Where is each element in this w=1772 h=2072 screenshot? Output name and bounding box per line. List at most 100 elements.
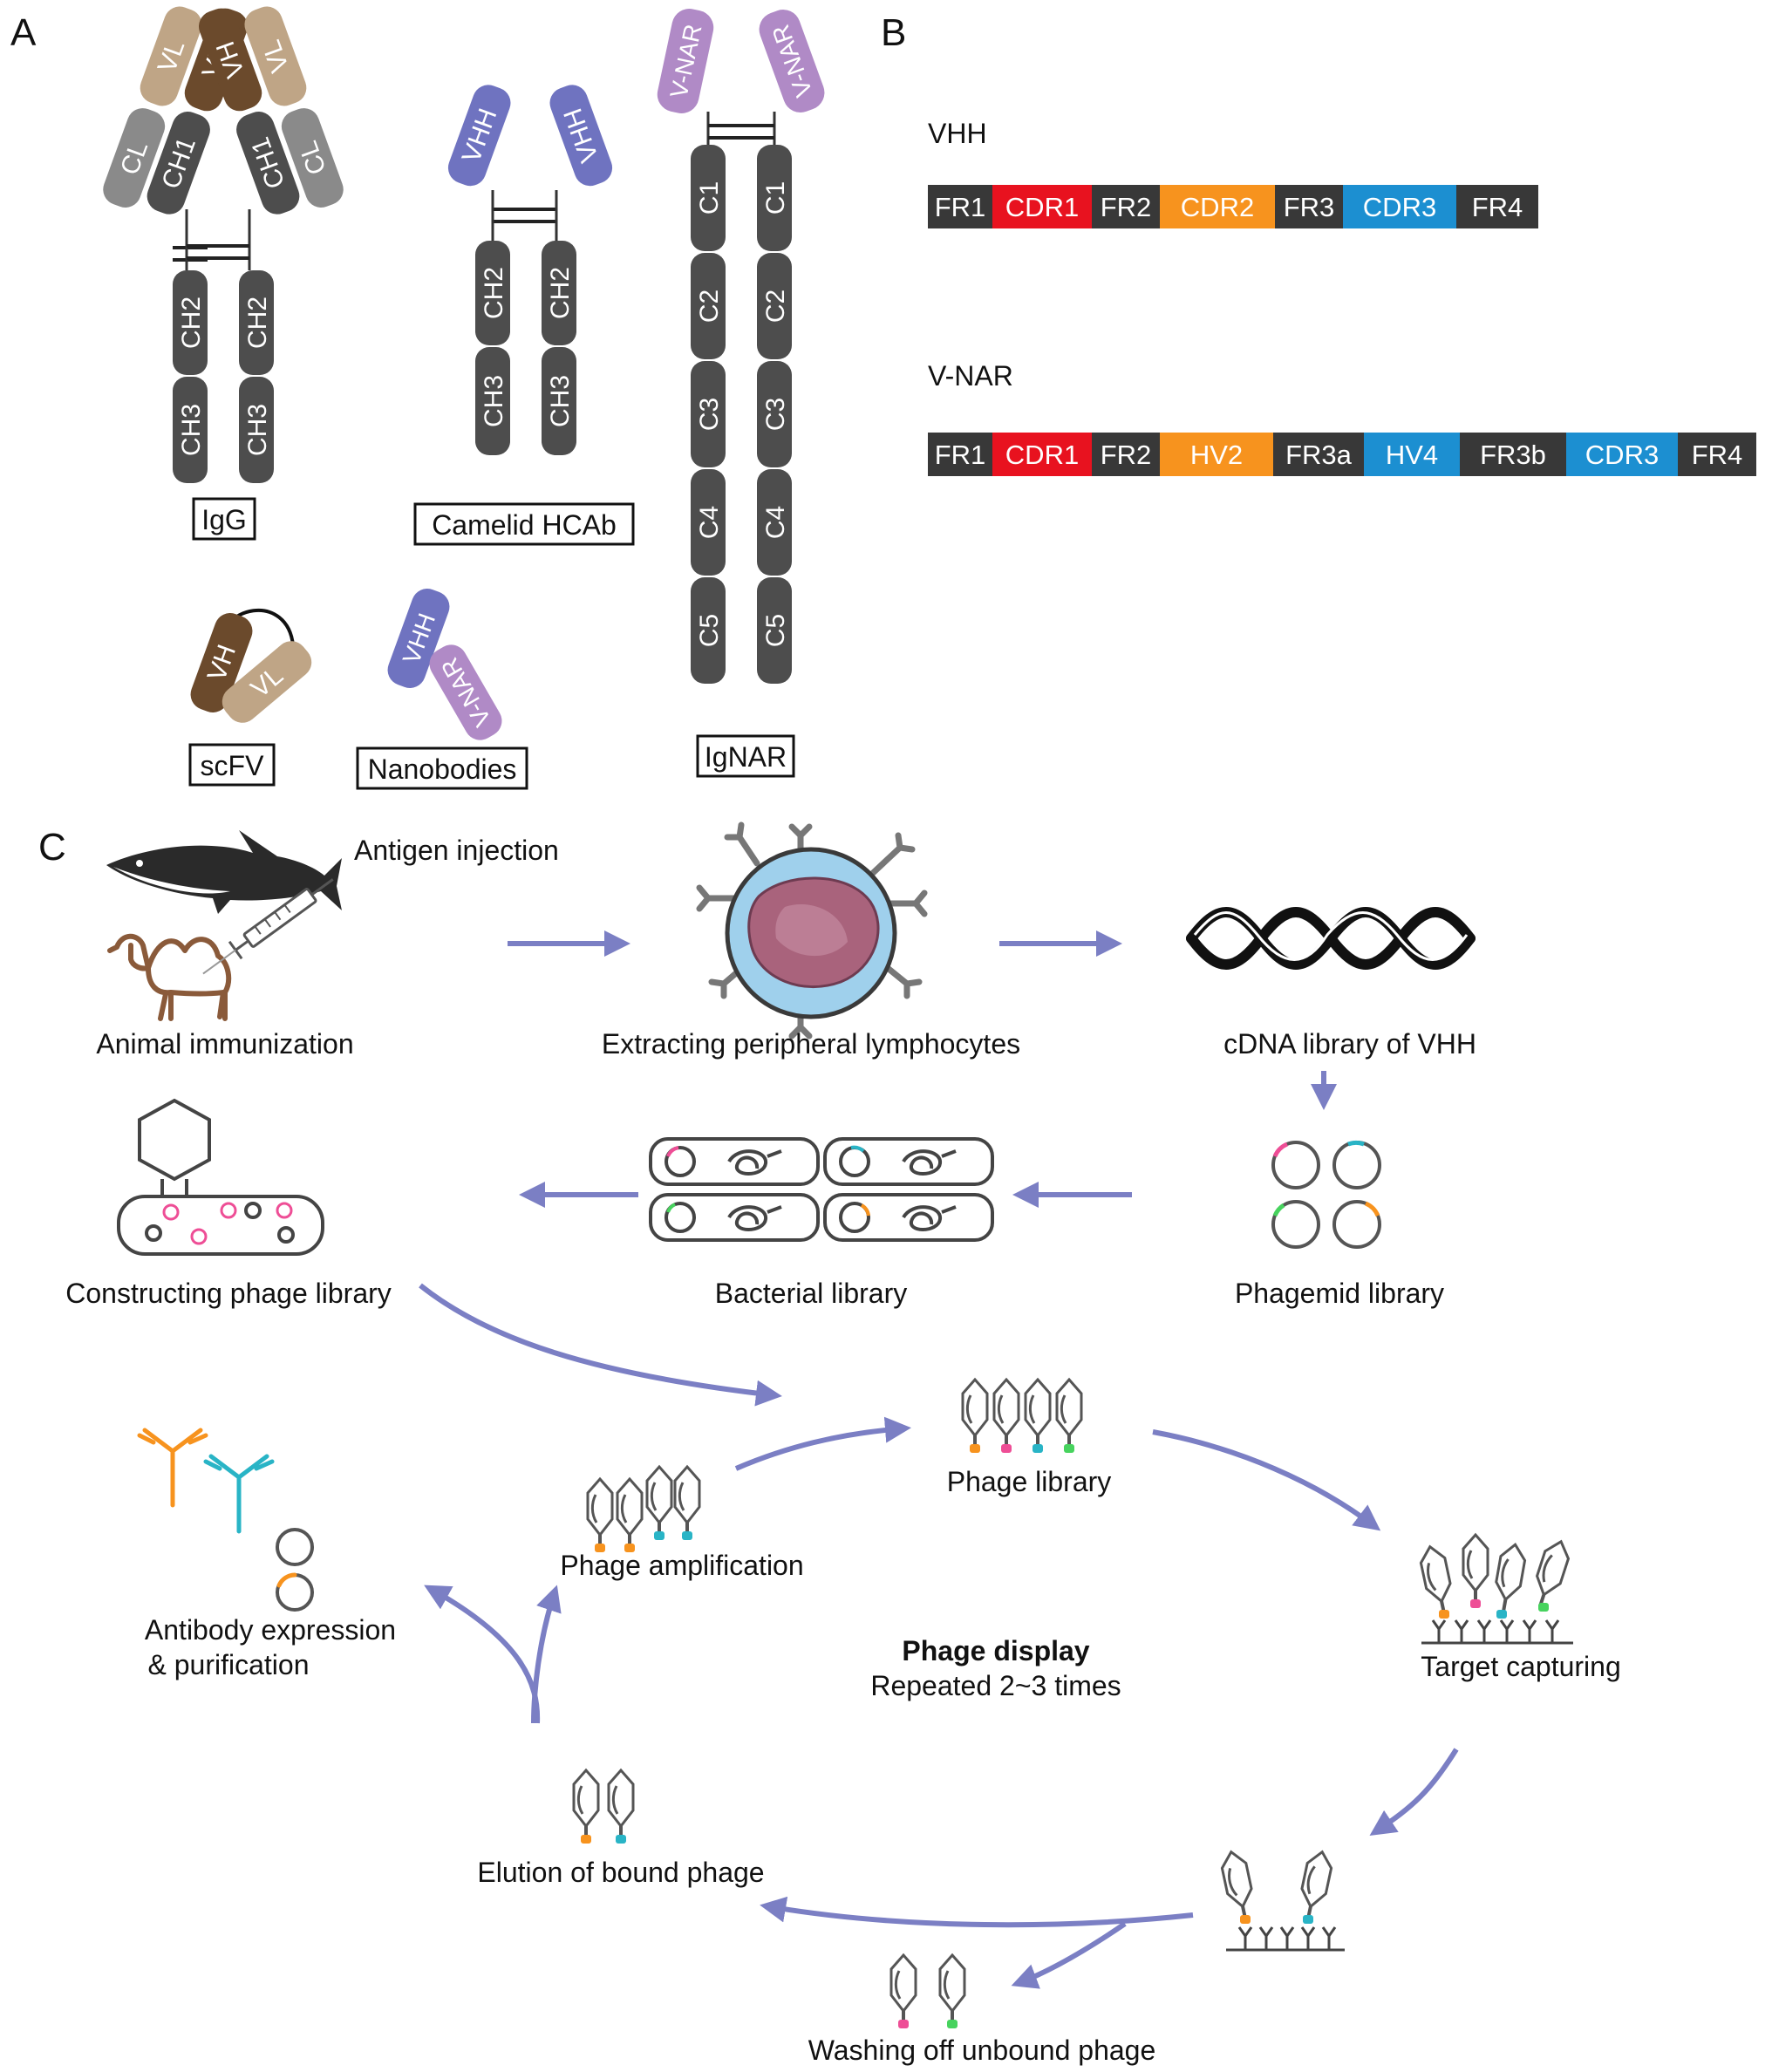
ignar-c4-left [691, 469, 726, 576]
phage-amplification-label: Phage amplification [560, 1550, 803, 1581]
phage-library-label: Phage library [947, 1466, 1112, 1497]
hcab-ch3-left: CH3 [475, 347, 510, 455]
hcab-vhh-left [447, 85, 511, 187]
vnar-segment-label: HV2 [1190, 440, 1243, 470]
igg-vh-right [198, 8, 262, 112]
antibody-icons [137, 1428, 314, 1612]
bacterial-library-label: Bacterial library [715, 1278, 908, 1309]
vnar-segment-fr3a [1273, 433, 1364, 476]
camel-icon [107, 933, 232, 1021]
hcab-diagram: VHH VHH CH2 CH3 CH2 CH3 Camelid HCAb [413, 85, 635, 546]
vhh-segment-fr4 [1456, 185, 1538, 228]
antigen-injection-label: Antigen injection [354, 835, 559, 866]
scfv-diagram: VH VL scFV [188, 608, 312, 787]
svg-text:CH2: CH2 [480, 267, 508, 319]
vnar-segment-label: CDR3 [1585, 440, 1659, 470]
lymphocyte-icon [696, 821, 928, 1039]
vhh-segment-label: CDR1 [1005, 192, 1079, 222]
nanobodies-label-box [356, 746, 528, 790]
svg-text:CH2: CH2 [546, 267, 575, 319]
igg-ch3-right: CH3 [239, 377, 274, 483]
antibody-expression-label-2: & purification [148, 1649, 310, 1680]
igg-ch2-left: CH2 [173, 270, 208, 375]
phage-construct-icon [117, 1098, 324, 1256]
igg-diagram: CH2 CH3 CH2 CH3 CH1 VH CL VL CH1 [103, 6, 344, 541]
elution-phage-icons [572, 1769, 635, 1844]
vnar-segment-fr4 [1678, 433, 1756, 476]
ignar-vnar-right [759, 10, 825, 112]
igg-ch1-right [236, 112, 300, 215]
hcab-label-box [413, 502, 635, 546]
vnar-seq-title: V-NAR [928, 360, 1013, 392]
hcab-ch3-right: CH3 [542, 347, 576, 455]
ignar-c2-right [757, 253, 792, 359]
ignar-domain-label: C5 [761, 614, 790, 647]
nano-vhh [387, 589, 450, 688]
igg-vl-left [140, 6, 202, 106]
ignar-domain-label: C2 [695, 290, 724, 323]
ignar-domain-label: C3 [695, 398, 724, 431]
shark-icon [106, 830, 342, 914]
vhh-segment-label: CDR2 [1181, 192, 1254, 222]
bacteria-icons [649, 1137, 994, 1242]
svg-text:CH3: CH3 [243, 404, 272, 456]
vnar-segment-cdr3 [1566, 433, 1678, 476]
vhh-seq-title: VHH [928, 118, 987, 149]
vnar-segment-label: FR4 [1692, 440, 1743, 470]
panel-label-a: A [10, 11, 37, 54]
ignar-c1-right [757, 145, 792, 251]
scfv-vl [222, 641, 312, 723]
target-capturing-icons [1416, 1533, 1575, 1645]
scfv-label: scFV [201, 750, 265, 781]
igg-ch3-left: CH3 [173, 377, 208, 483]
ignar-domain-label: C2 [761, 290, 790, 323]
panel-label-b: B [881, 11, 906, 54]
panel-label-c: C [38, 826, 66, 869]
vnar-segment-label: CDR1 [1005, 440, 1079, 470]
hcab-vhh-right [549, 85, 613, 187]
svg-text:CH3: CH3 [177, 404, 206, 456]
ignar-domain-label: C3 [761, 398, 790, 431]
flow-arrows [419, 930, 1459, 1989]
ignar-domain-label: C4 [761, 506, 790, 539]
phage-amplification-icons [586, 1465, 701, 1552]
svg-text:CH2: CH2 [243, 296, 272, 349]
antibody-expression-label-1: Antibody expression [145, 1614, 396, 1646]
vnar-segment-fr1 [928, 433, 992, 476]
igg-cl-right [281, 108, 344, 208]
vhh-segment-fr1 [928, 185, 992, 228]
ignar-c5-right [757, 577, 792, 684]
vnar-segment-label: FR3b [1480, 440, 1546, 470]
ignar-domain-label: C5 [695, 614, 724, 647]
igg-ch1-left [147, 112, 210, 215]
phagemid-icons [1271, 1140, 1381, 1249]
hcab-label: Camelid HCAb [432, 509, 617, 541]
vnar-segment-hv4 [1364, 433, 1460, 476]
bound-phage-icons [1217, 1847, 1345, 1952]
vhh-segment-label: FR3 [1284, 192, 1335, 222]
vnar-segment-fr2 [1092, 433, 1160, 476]
scfv-vh [190, 613, 253, 712]
ignar-domain-label: C4 [695, 506, 724, 539]
igg-cl-left [103, 108, 166, 208]
ignar-c4-right [757, 469, 792, 576]
ignar-vnar-left [657, 9, 714, 113]
ignar-c1-left [691, 145, 726, 251]
vnar-segment-label: FR2 [1101, 440, 1152, 470]
ignar-domain-label: C1 [761, 181, 790, 215]
ignar-c5-left [691, 577, 726, 684]
vnar-segment-fr3b [1460, 433, 1566, 476]
nanobodies-diagram: VHH V-NAR Nanobodies [356, 589, 528, 790]
igg-ch2-right: CH2 [239, 270, 274, 375]
vhh-segment-label: FR4 [1472, 192, 1523, 222]
ignar-domain-label: C1 [695, 181, 724, 215]
dna-icon [1186, 907, 1476, 970]
nano-vnar [429, 644, 502, 740]
elution-label: Elution of bound phage [477, 1857, 764, 1888]
igg-label-box [192, 497, 256, 541]
syringe-icon [202, 878, 334, 975]
